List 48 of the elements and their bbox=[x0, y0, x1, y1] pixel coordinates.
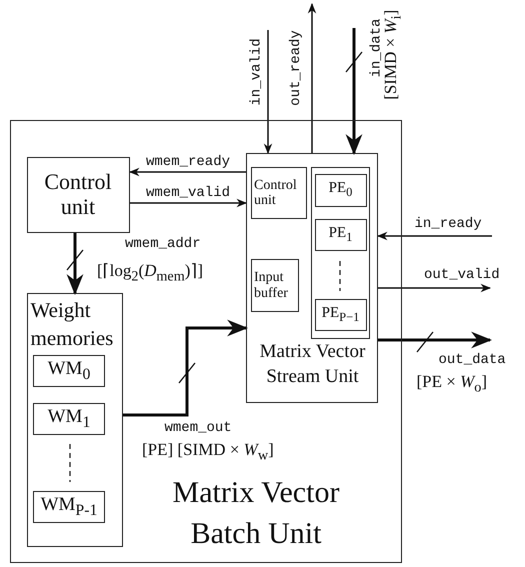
unit-label: Input buffer bbox=[253, 270, 289, 301]
unit-label: Control unit bbox=[253, 178, 298, 208]
unit-label: PE$_{1}$ bbox=[328, 224, 352, 244]
signal-arrow bbox=[128, 168, 246, 176]
unit-label: Weight memories bbox=[30, 296, 114, 352]
unit-label: PE$_{P−1}$ bbox=[322, 304, 360, 324]
unit-box bbox=[33, 491, 105, 523]
unit-box bbox=[314, 218, 366, 250]
bus-width-label: [⌈log$_{2}$(D$_{mem}$)⌉] bbox=[97, 262, 204, 284]
bus-arrow bbox=[346, 28, 362, 156]
unit-label: Control unit bbox=[43, 170, 113, 219]
unit-box bbox=[314, 174, 366, 206]
signal-label: in_valid bbox=[249, 38, 264, 106]
signal-arrow bbox=[130, 198, 248, 208]
module-box bbox=[246, 152, 378, 402]
signal-label: out_ready bbox=[288, 30, 303, 106]
bus-width-label: [PE × W$_{o}$] bbox=[416, 373, 488, 395]
bus-arrow bbox=[378, 332, 492, 348]
unit-label: WM$_{0}$ bbox=[48, 358, 90, 384]
unit-box bbox=[26, 156, 130, 232]
signal-arrow bbox=[378, 284, 492, 292]
unit-label: WM$_{1}$ bbox=[48, 406, 90, 432]
bus-arrow bbox=[123, 320, 248, 416]
unit-box bbox=[251, 167, 307, 219]
signal-label: wmem_ready bbox=[146, 155, 230, 169]
signal-label: in_data bbox=[368, 18, 383, 78]
bus-width-label: [PE] [SIMD × W$_{w}$] bbox=[142, 441, 274, 463]
unit-label: WM$_{P-1}$ bbox=[40, 494, 98, 520]
signal-label: out_valid bbox=[424, 268, 500, 282]
signal-label: out_data bbox=[438, 353, 506, 367]
module-box bbox=[26, 292, 122, 546]
signal-label: wmem_out bbox=[164, 421, 232, 435]
unit-box bbox=[33, 403, 105, 435]
bus-arrow bbox=[66, 233, 84, 296]
unit-label: Matrix Vector Batch Unit bbox=[172, 475, 340, 552]
signal-arrow bbox=[376, 232, 492, 240]
signal-label: in_ready bbox=[414, 217, 482, 231]
unit-label: PE$_{0}$ bbox=[328, 180, 352, 200]
signal-label: wmem_addr bbox=[125, 237, 201, 251]
group-box bbox=[311, 167, 370, 339]
signal-label: wmem_valid bbox=[146, 186, 230, 200]
unit-label: Matrix Vector Stream Unit bbox=[258, 340, 366, 390]
unit-box bbox=[33, 355, 105, 387]
signal-arrow bbox=[308, 2, 316, 153]
signal-arrow bbox=[264, 30, 272, 154]
unit-box bbox=[314, 298, 366, 330]
module-box bbox=[10, 120, 402, 563]
unit-box bbox=[251, 259, 299, 312]
